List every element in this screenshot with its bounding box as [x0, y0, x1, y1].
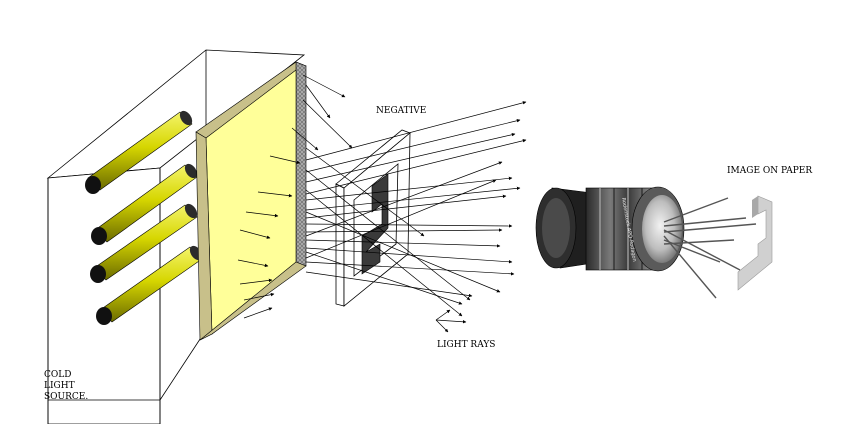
- projected-rays: [663, 197, 757, 299]
- tube-1: [85, 110, 193, 194]
- tube-3: [90, 203, 198, 283]
- diffuser-panel: [195, 61, 307, 341]
- cold-light-source-label: COLD LIGHT SOURCE.: [44, 370, 89, 402]
- enlarging-lens: Rodenstock APO-Rodagon: [535, 186, 685, 272]
- tube-2: [91, 163, 198, 245]
- light-rays-label: LIGHT RAYS: [437, 340, 496, 350]
- light-box: [46, 49, 306, 424]
- negative-holder: [335, 129, 411, 307]
- light-rays: [237, 74, 527, 333]
- tube-4: [96, 245, 203, 325]
- negative-image: [361, 173, 389, 275]
- image-on-paper-label: IMAGE ON PAPER: [727, 166, 813, 176]
- negative-label: NEGATIVE: [376, 106, 427, 116]
- image-on-paper: [737, 195, 773, 291]
- cold-light-tubes: [85, 110, 203, 325]
